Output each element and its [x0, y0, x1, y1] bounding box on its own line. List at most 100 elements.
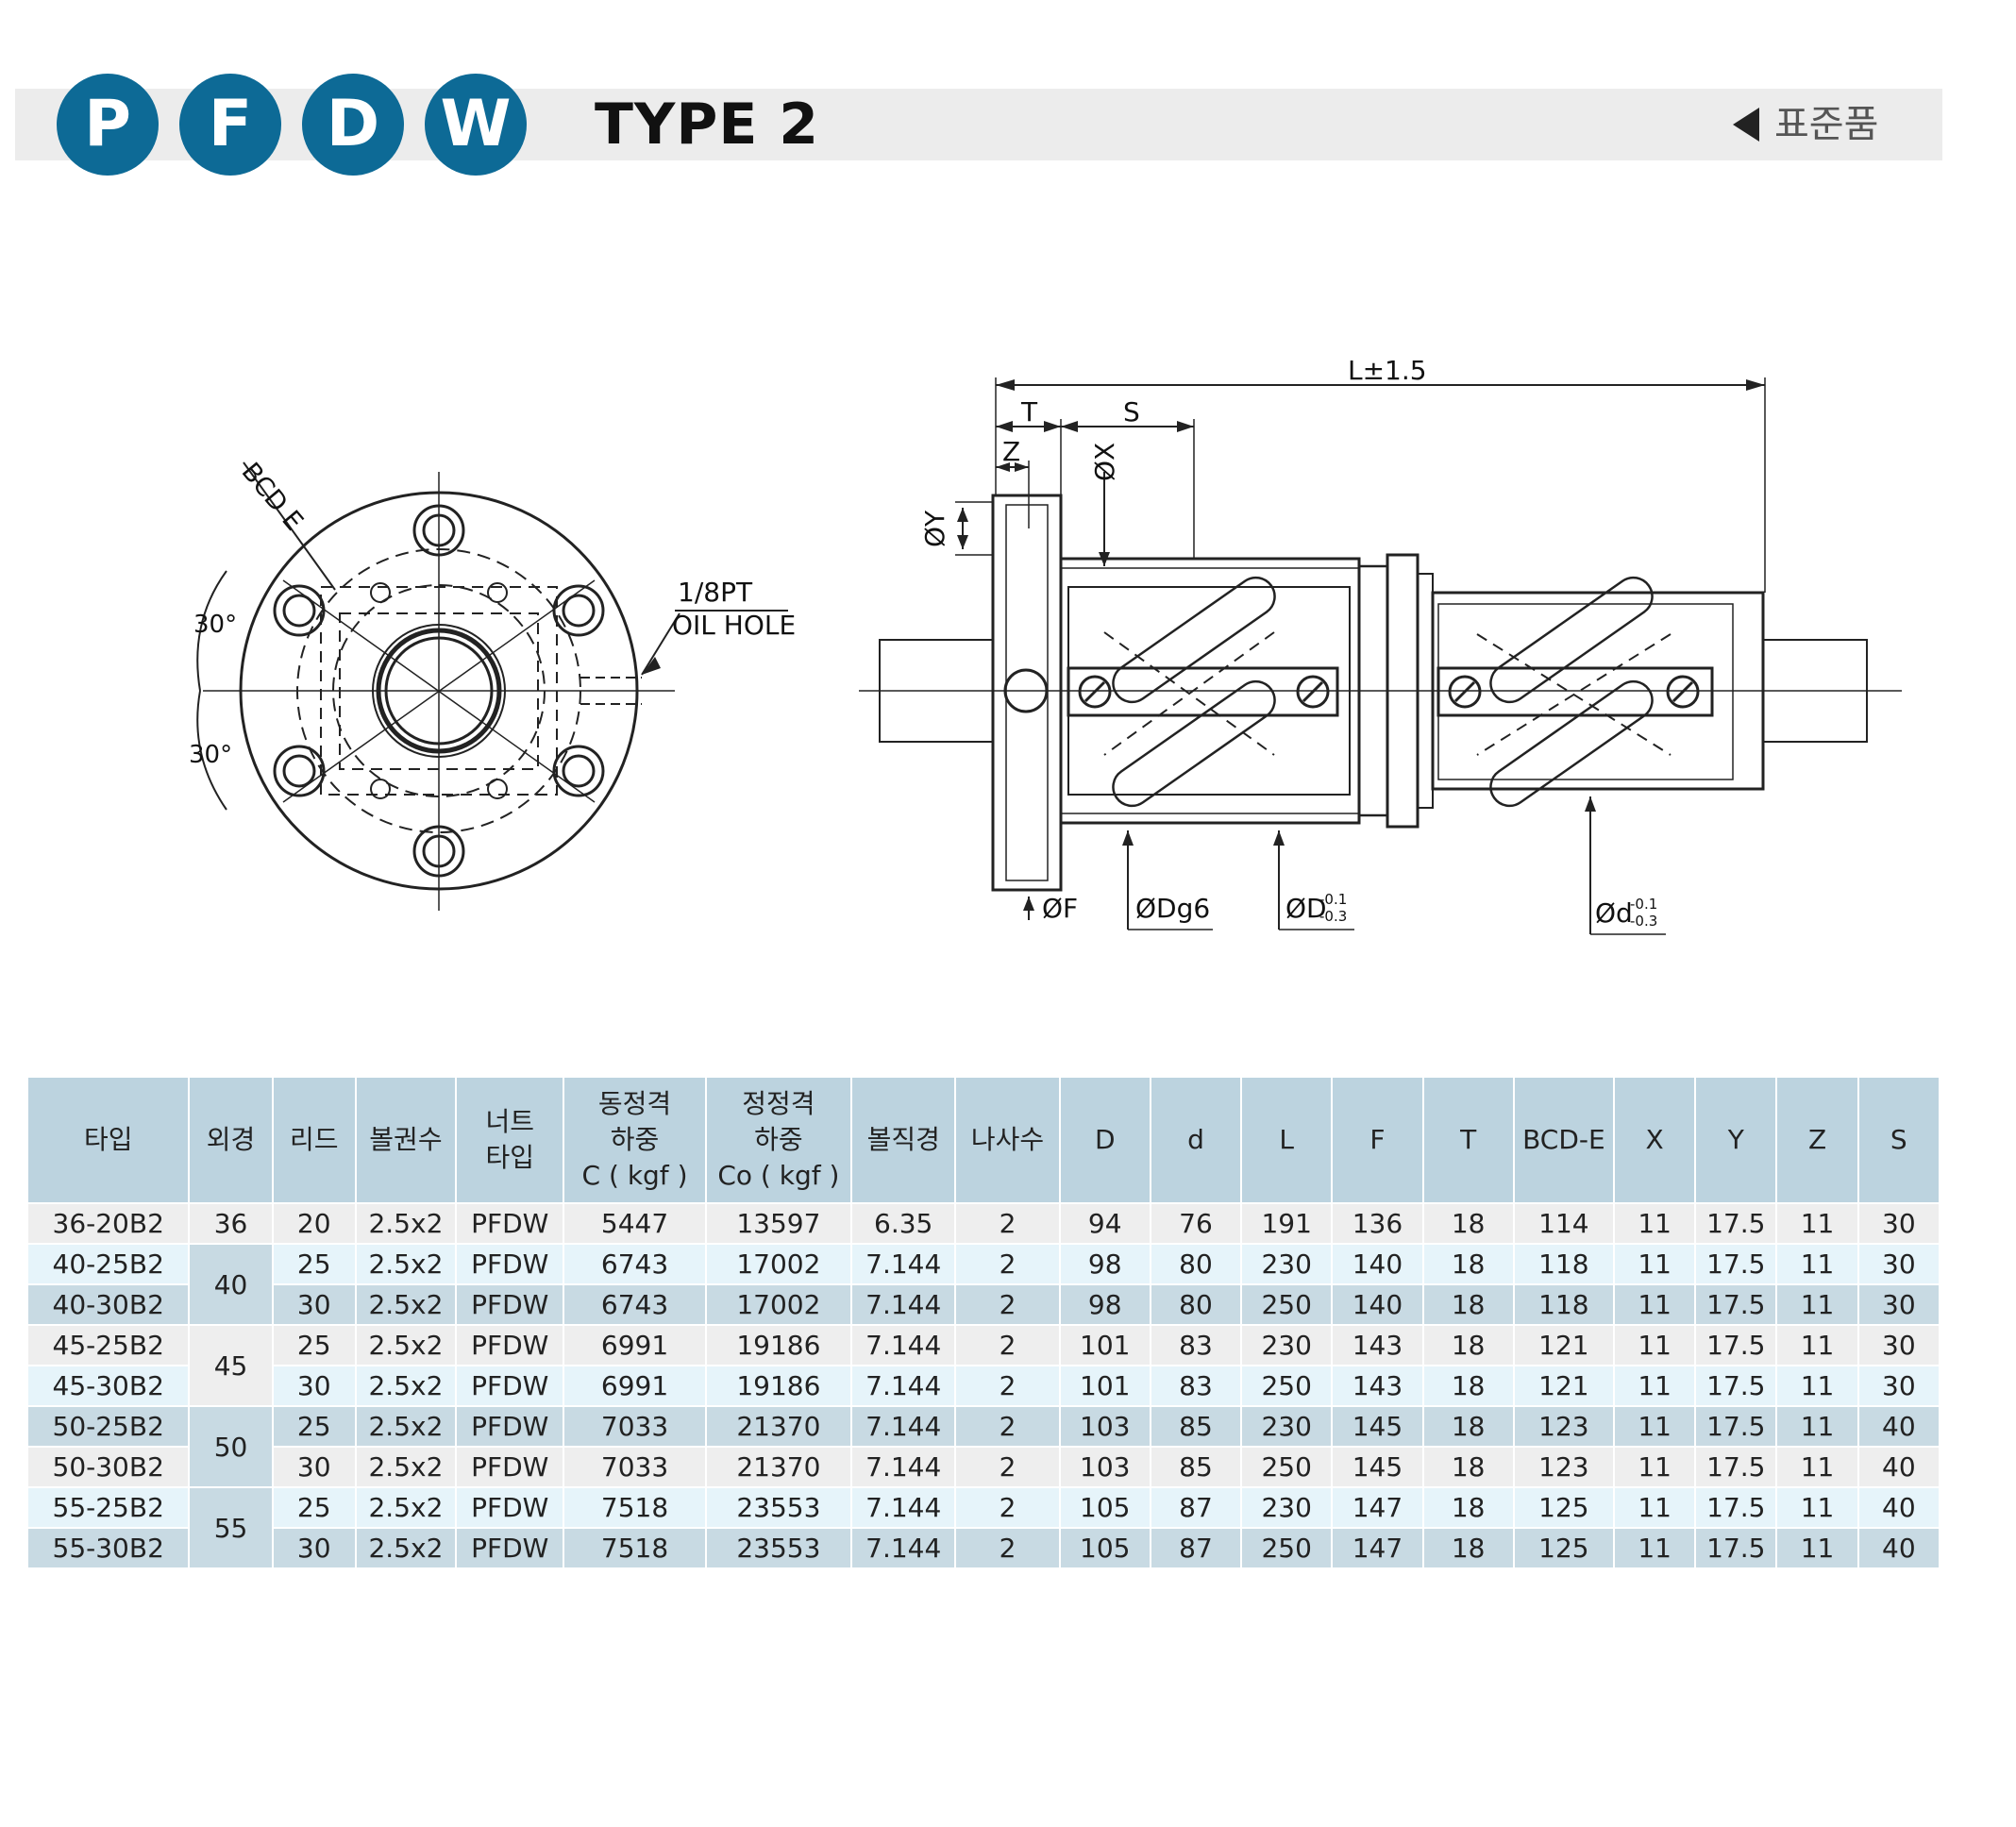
table-cell: 7518: [563, 1486, 707, 1528]
table-cell: PFDW: [456, 1365, 565, 1406]
table-cell: 7033: [563, 1446, 707, 1487]
badge-d: D: [302, 74, 404, 176]
table-cell: 80: [1150, 1243, 1243, 1284]
column-header-line: C ( kgf ): [581, 1160, 688, 1191]
column-header-line: D: [1094, 1124, 1116, 1155]
table-cell: 21370: [705, 1405, 853, 1447]
column-header-line: BCD-E: [1522, 1124, 1605, 1155]
table-cell: 11: [1776, 1527, 1859, 1567]
d-outer-tol-lower: -0.3: [1319, 908, 1347, 925]
standard-product-link[interactable]: 표준품: [1774, 103, 1879, 146]
table-cell: 45: [189, 1324, 274, 1406]
table-cell: 7.144: [851, 1446, 957, 1487]
column-header-line: 정정격: [742, 1088, 815, 1119]
column-header-line: 타입: [485, 1142, 534, 1173]
table-cell: 2.5x2: [355, 1527, 458, 1567]
table-cell: 30: [272, 1446, 357, 1487]
table-cell: 11: [1614, 1527, 1697, 1567]
table-cell: 250: [1241, 1527, 1334, 1567]
column-header: BCD-E: [1513, 1078, 1616, 1203]
d-inner-label: Ød: [1595, 897, 1633, 929]
table-cell: 118: [1513, 1283, 1616, 1325]
table-cell: 121: [1513, 1324, 1616, 1366]
column-header-line: S: [1890, 1124, 1907, 1155]
table-cell: 21370: [705, 1446, 853, 1487]
table-cell: 6743: [563, 1283, 707, 1325]
table-cell: 25: [272, 1486, 357, 1528]
table-cell: 11: [1776, 1405, 1859, 1447]
table-cell: 230: [1241, 1324, 1334, 1366]
table-cell: 80: [1150, 1283, 1243, 1325]
table-cell: 11: [1614, 1243, 1697, 1284]
table-cell: 18: [1422, 1243, 1515, 1284]
column-header: L: [1241, 1078, 1334, 1203]
table-cell: 2.5x2: [355, 1243, 458, 1284]
table-cell: 7.144: [851, 1365, 957, 1406]
table-cell: 2: [955, 1527, 1061, 1567]
table-cell: 30: [1857, 1202, 1941, 1244]
column-header: d: [1150, 1078, 1243, 1203]
f-label: ØF: [1042, 893, 1078, 924]
table-cell: 17.5: [1695, 1446, 1778, 1487]
table-cell: 143: [1332, 1324, 1424, 1366]
table-cell: 18: [1422, 1527, 1515, 1567]
table-cell: 147: [1332, 1486, 1424, 1528]
s-label: S: [1123, 396, 1140, 427]
table-cell: 11: [1776, 1486, 1859, 1528]
column-header-line: 나사수: [970, 1124, 1045, 1155]
table-cell: 30: [272, 1283, 357, 1325]
table-cell: 85: [1150, 1446, 1243, 1487]
table-cell: 18: [1422, 1405, 1515, 1447]
table-cell: 2: [955, 1324, 1061, 1366]
table-cell: 2: [955, 1283, 1061, 1325]
column-header: T: [1422, 1078, 1515, 1203]
table-cell: 7.144: [851, 1324, 957, 1366]
column-header-line: 볼직경: [866, 1124, 940, 1155]
table-cell: 11: [1614, 1405, 1697, 1447]
bcd-label: BCD E: [236, 458, 309, 537]
table-cell: PFDW: [456, 1243, 565, 1284]
table-cell: 30: [272, 1527, 357, 1567]
table-cell: 6743: [563, 1243, 707, 1284]
table-cell: 125: [1513, 1527, 1616, 1567]
column-header-line: X: [1645, 1124, 1664, 1155]
table-cell: 13597: [705, 1202, 853, 1244]
table-cell: 11: [1776, 1243, 1859, 1284]
table-cell: 83: [1150, 1324, 1243, 1366]
table-cell: 105: [1059, 1486, 1151, 1528]
oil-hole-size-label: 1/8PT: [678, 577, 753, 608]
d-inner-tol-upper: -0.1: [1630, 896, 1657, 913]
table-cell: 105: [1059, 1527, 1151, 1567]
column-header-line: 외경: [206, 1124, 256, 1155]
badge-f: F: [179, 74, 281, 176]
badge-w: W: [425, 74, 527, 176]
column-header: D: [1059, 1078, 1151, 1203]
table-cell: 2.5x2: [355, 1405, 458, 1447]
table-cell: PFDW: [456, 1324, 565, 1366]
table-cell: 18: [1422, 1365, 1515, 1406]
table-cell: 50-25B2: [28, 1405, 191, 1447]
table-cell: 55-25B2: [28, 1486, 191, 1528]
table-cell: 36: [189, 1202, 274, 1244]
table-cell: 18: [1422, 1446, 1515, 1487]
table-cell: PFDW: [456, 1527, 565, 1567]
table-cell: 20: [272, 1202, 357, 1244]
column-header-line: T: [1460, 1124, 1477, 1155]
table-cell: 2.5x2: [355, 1486, 458, 1528]
table-cell: 11: [1614, 1202, 1697, 1244]
column-header-line: Y: [1727, 1124, 1744, 1155]
table-cell: 50-30B2: [28, 1446, 191, 1487]
table-cell: 18: [1422, 1283, 1515, 1325]
table-cell: 98: [1059, 1243, 1151, 1284]
table-cell: 40: [1857, 1486, 1941, 1528]
column-header: 타입: [28, 1078, 191, 1203]
dimension-arrows: [642, 379, 1765, 911]
table-cell: 11: [1776, 1202, 1859, 1244]
table-cell: 6991: [563, 1365, 707, 1406]
table-cell: 2.5x2: [355, 1283, 458, 1325]
table-cell: 5447: [563, 1202, 707, 1244]
badge-p: P: [57, 74, 159, 176]
table-cell: 143: [1332, 1365, 1424, 1406]
